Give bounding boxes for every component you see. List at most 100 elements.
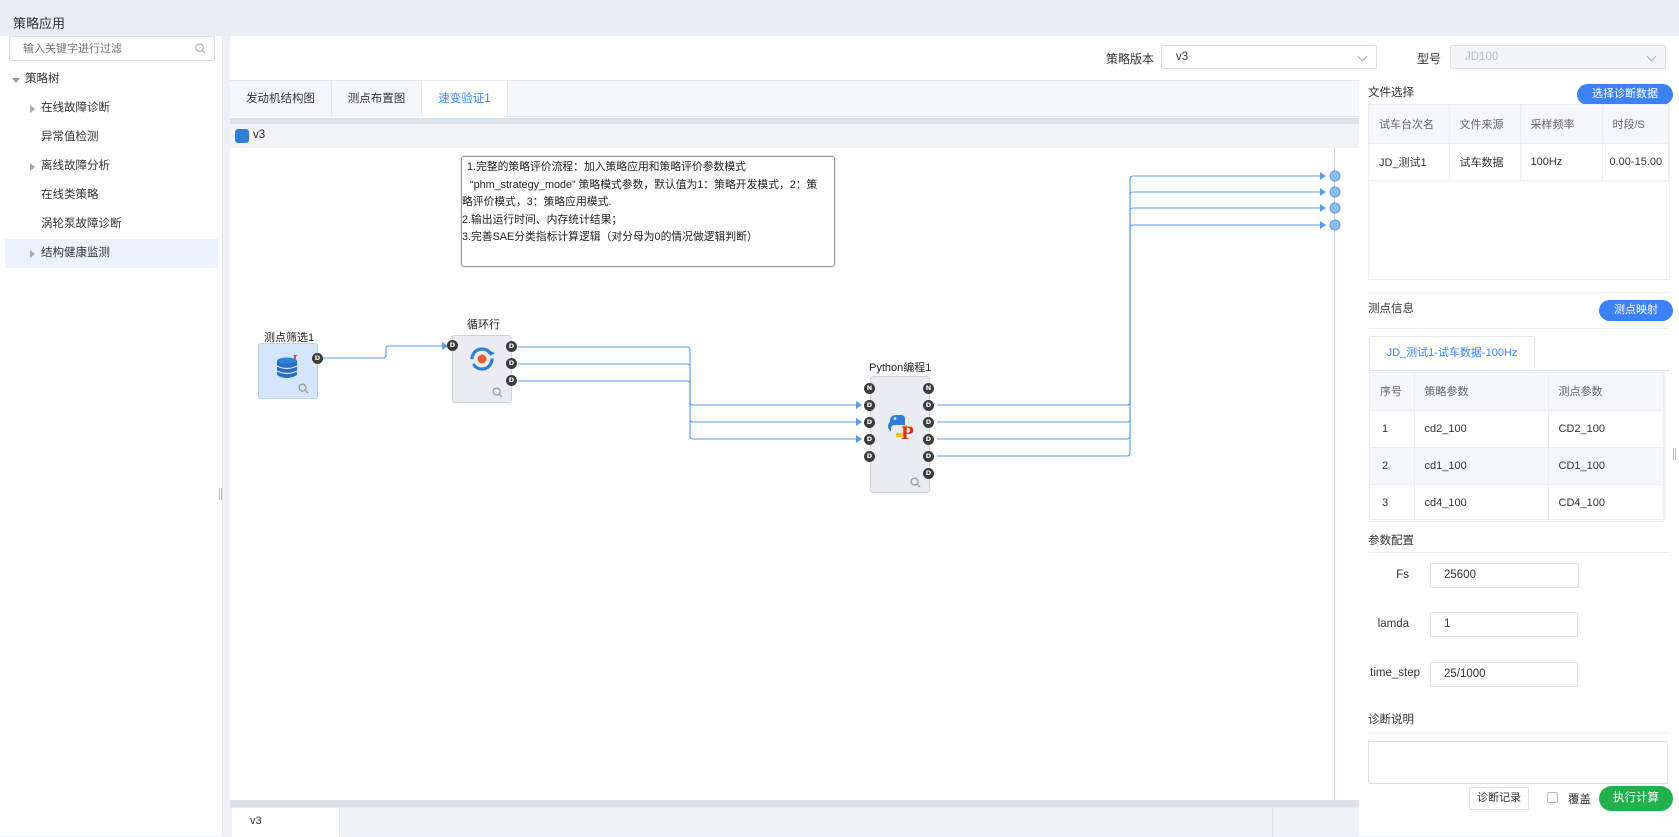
search-icon [195, 43, 206, 54]
output-port[interactable]: D [923, 417, 934, 428]
tree-item-label: 在线故障诊断 [41, 102, 110, 114]
divider [1369, 552, 1669, 553]
point-cell: CD2_100 [1548, 410, 1664, 448]
bottom-tab-v3[interactable]: v3 [232, 808, 340, 837]
output-port-none[interactable]: N [923, 383, 934, 394]
input-port-none[interactable]: N [864, 383, 875, 394]
divider [230, 118, 1359, 124]
chevron-down-icon [1646, 51, 1657, 62]
output-port[interactable]: D [923, 468, 934, 479]
panel-resize-handle[interactable] [1673, 448, 1676, 460]
model-select: JD100 [1450, 45, 1666, 69]
params-title: 参数配置 [1368, 535, 1414, 547]
caret-right-icon [30, 163, 35, 171]
magnifier-icon[interactable] [492, 387, 503, 398]
tree-root[interactable]: 策略树 [0, 65, 223, 94]
output-port[interactable]: D [923, 434, 934, 445]
diagnosis-history-button[interactable]: 诊断记录 [1469, 787, 1529, 810]
note-line: 3.完善SAE分类指标计算逻辑（对分母为0的情况做逻辑判断） [462, 231, 758, 244]
file-col-header: 时段/S [1602, 105, 1669, 144]
bottom-tabs: v3 [230, 807, 1359, 837]
strategy-tree-panel: 策略树 在线故障诊断 异常值检测 离线故障分析 在线类策略 涡轮泵故障诊断 结构… [0, 36, 223, 836]
tree-item-structure-health[interactable]: 结构健康监测 [5, 239, 218, 268]
bottom-tab-area [340, 808, 1273, 837]
tree-item-label: 涡轮泵故障诊断 [41, 218, 122, 230]
output-port[interactable]: D [923, 400, 934, 411]
table-row[interactable]: JD_测试1 试车数据 100Hz 0.00-15.00 [1369, 143, 1669, 181]
point-info-title: 测点信息 [1368, 303, 1414, 315]
point-cell: CD4_100 [1548, 484, 1664, 522]
input-port[interactable]: D [447, 340, 458, 351]
version-label: 策略版本 [1106, 52, 1155, 66]
input-port[interactable]: D [864, 400, 875, 411]
caret-down-icon [12, 78, 20, 83]
magnifier-icon[interactable] [910, 477, 921, 488]
flow-logo-icon [235, 129, 249, 143]
file-cell: 0.00-15.00 [1602, 143, 1669, 181]
tree-item-turbopump[interactable]: 涡轮泵故障诊断 [0, 210, 223, 239]
file-select-title: 文件选择 [1368, 87, 1414, 99]
point-cell: cd1_100 [1414, 447, 1549, 485]
divider [1369, 732, 1669, 733]
point-col-header: 序号 [1370, 373, 1415, 411]
output-port[interactable]: D [506, 341, 517, 352]
tab-speed-verify[interactable]: 速变验证1 [422, 81, 508, 118]
param-label-fs: Fs [1396, 569, 1409, 581]
point-subtab[interactable]: JD_测试1-试车数据-100Hz [1369, 336, 1535, 370]
point-cell: cd2_100 [1414, 410, 1549, 448]
overwrite-checkbox[interactable] [1547, 792, 1558, 803]
output-port[interactable]: D [312, 353, 323, 364]
tab-measure-points[interactable]: 测点布置图 [332, 81, 422, 117]
version-select[interactable]: v3 [1161, 45, 1377, 69]
point-mapping-button[interactable]: 测点映射 [1599, 300, 1673, 321]
table-row[interactable]: 2 cd1_100 CD1_100 [1370, 447, 1664, 485]
tree-item-online-strategy[interactable]: 在线类策略 [0, 181, 223, 210]
right-panel: 文件选择 选择诊断数据 试车台次名 文件来源 采样频率 时段/S JD_测试1 … [1359, 76, 1679, 836]
tree-item-label: 离线故障分析 [41, 160, 110, 172]
node-loop-row[interactable] [452, 335, 512, 403]
view-tabs: 发动机结构图 测点布置图 速变验证1 [230, 80, 1359, 118]
table-row[interactable]: 3 cd4_100 CD4_100 [1370, 484, 1664, 522]
file-col-header: 文件来源 [1449, 105, 1521, 144]
node-label: 循环行 [467, 319, 500, 331]
tree-root-label: 策略树 [25, 73, 60, 85]
file-cell: JD_测试1 [1369, 143, 1450, 181]
tree-search[interactable] [9, 36, 215, 61]
file-col-header: 试车台次名 [1369, 105, 1450, 144]
node-python[interactable]: P [870, 376, 930, 493]
canvas-version-tag: v3 [253, 129, 266, 141]
flow-note[interactable]: 1.完整的策略评价流程：加入策略应用和策略评价参数模式 “phm_strateg… [461, 156, 835, 267]
divider [1369, 292, 1669, 293]
tree-item-online-fault[interactable]: 在线故障诊断 [0, 94, 223, 123]
output-port[interactable]: D [923, 451, 934, 462]
output-port[interactable]: D [506, 375, 517, 386]
output-rail [1334, 148, 1359, 836]
tree-item-offline-fault[interactable]: 离线故障分析 [0, 152, 223, 181]
tree-item-label: 在线类策略 [41, 189, 99, 201]
panel-resize-handle[interactable] [219, 488, 222, 500]
param-input-fs[interactable]: 25600 [1430, 563, 1579, 588]
input-port[interactable]: D [864, 434, 875, 445]
divider [1369, 328, 1669, 329]
input-port[interactable]: D [864, 417, 875, 428]
magnifier-icon[interactable] [298, 383, 309, 394]
model-select-value: JD100 [1465, 51, 1499, 63]
param-input-lamda[interactable]: 1 [1430, 612, 1578, 637]
input-port[interactable]: D [864, 451, 875, 462]
tab-engine-structure[interactable]: 发动机结构图 [230, 81, 332, 117]
note-line: 2.输出运行时间、内存统计结果； [462, 213, 623, 226]
divider [1369, 370, 1669, 371]
diagnosis-title: 诊断说明 [1368, 714, 1414, 726]
diagnosis-textarea[interactable] [1368, 741, 1668, 784]
output-port[interactable]: D [506, 358, 517, 369]
select-diagnosis-data-button[interactable]: 选择诊断数据 [1577, 84, 1673, 105]
node-point-filter[interactable] [258, 343, 318, 399]
table-row[interactable]: 1 cd2_100 CD2_100 [1370, 410, 1664, 448]
file-cell: 试车数据 [1449, 143, 1521, 181]
tree-item-outlier[interactable]: 异常值检测 [0, 123, 223, 152]
model-label: 型号 [1417, 52, 1442, 66]
tree-search-input[interactable] [10, 37, 190, 60]
run-calculation-button[interactable]: 执行计算 [1599, 786, 1673, 811]
param-input-time-step[interactable]: 25/1000 [1430, 662, 1578, 687]
chevron-down-icon [1357, 51, 1368, 62]
